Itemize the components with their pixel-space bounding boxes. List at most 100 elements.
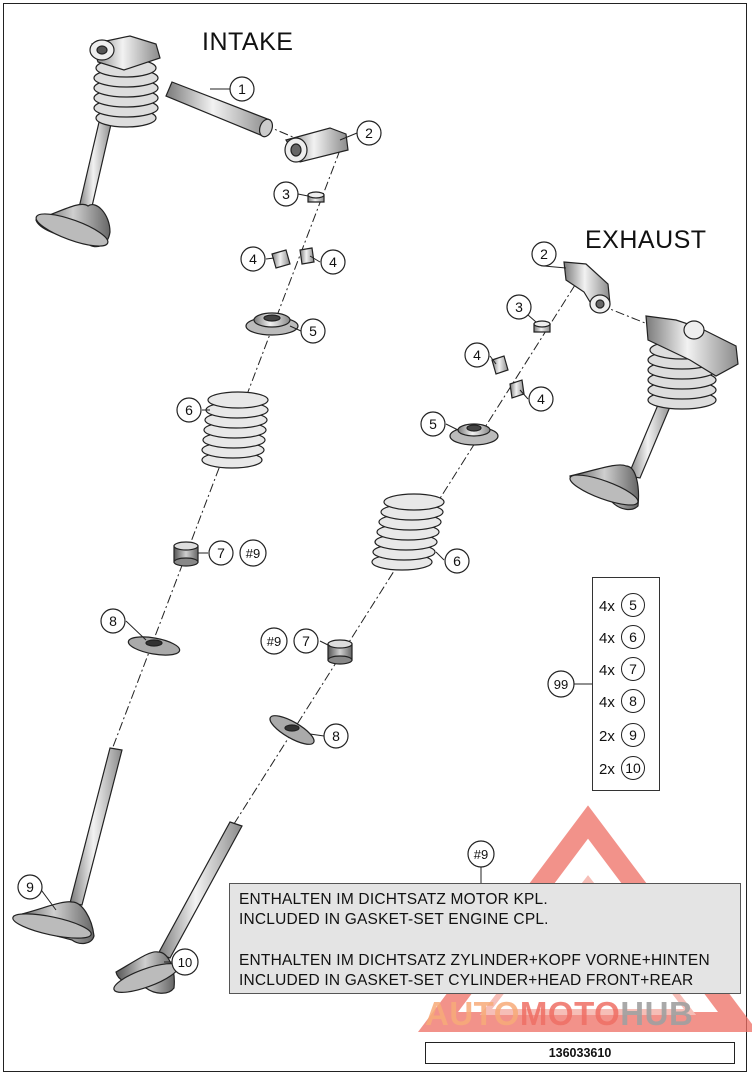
callout-label: 3 — [282, 186, 290, 202]
intake-valve-stem-seal — [173, 541, 199, 567]
kit-row: 4x 7 — [593, 655, 659, 685]
callout-exhaust-valve-spring: 6 — [444, 548, 470, 574]
callout-label: 9 — [26, 879, 34, 895]
callout-intake-valve-keeper-left: 4 — [240, 246, 266, 272]
kit-contents-box: 4x 5 4x 6 4x 7 4x 8 2x 9 2x 10 — [592, 577, 660, 791]
exhaust-spring-seat — [269, 715, 315, 745]
leader-line — [319, 640, 331, 647]
callout-circle — [464, 342, 490, 368]
exhaust-assembled-valve — [569, 315, 739, 511]
callout-circle — [229, 76, 255, 102]
callout-circle — [547, 670, 575, 698]
callout-label: #9 — [246, 546, 260, 561]
callout-circle — [293, 628, 319, 654]
leader-line — [265, 257, 275, 260]
kit-quantity: 4x — [599, 662, 615, 679]
watermark-text: AUTOMOTOHUB — [425, 995, 693, 1033]
callout-circle — [171, 948, 199, 976]
callout-label: 1 — [238, 81, 246, 97]
callout-circle — [300, 318, 326, 344]
callout-circle — [528, 386, 554, 412]
callout-intake-spring-seat: 8 — [100, 608, 126, 634]
callout-circle — [467, 840, 495, 868]
leader-line — [339, 132, 358, 141]
callout-label: 8 — [109, 613, 117, 629]
intake-valve — [12, 747, 123, 945]
callout-label: #9 — [267, 634, 281, 649]
intake-rocker-shaft — [165, 81, 274, 138]
callout-intake-rocker-arm: 2 — [356, 120, 382, 146]
callout-circle — [240, 246, 266, 272]
callout-circle — [320, 249, 346, 275]
callout-label: 3 — [515, 299, 523, 315]
leader-line — [445, 423, 459, 431]
leader-line — [543, 265, 567, 269]
watermark-part: MOTO — [519, 995, 621, 1032]
callout-label: 4 — [249, 251, 257, 267]
callout-circle — [506, 294, 532, 320]
kit-quantity: 4x — [599, 598, 615, 615]
leader-line — [519, 389, 529, 400]
callout-exhaust-valve-keeper-top: 4 — [464, 342, 490, 368]
callout-label: #9 — [474, 847, 488, 862]
kit-item-number: 10 — [621, 756, 645, 780]
callout-circle — [323, 723, 349, 749]
intake-valve-spring — [201, 391, 269, 469]
kit-row: 2x 9 — [593, 721, 659, 751]
kit-row: 4x 6 — [593, 623, 659, 653]
exhaust-valve-cap — [533, 320, 551, 333]
exhaust-rocker-arm — [563, 261, 611, 314]
callout-intake-stem-seal-kit: #9 — [239, 539, 267, 567]
exhaust-valve-stem-seal — [327, 639, 353, 665]
exhaust-valve-spring — [371, 493, 445, 571]
callout-label: 2 — [365, 125, 373, 141]
leader-line — [309, 733, 325, 737]
intake-spring-retainer — [245, 312, 299, 336]
callout-label: 5 — [429, 416, 437, 432]
callout-circle — [273, 181, 299, 207]
note-line-en-engine: INCLUDED IN GASKET-SET ENGINE CPL. — [239, 911, 549, 928]
callout-label: 7 — [217, 545, 225, 561]
note-line-en-cylinder: INCLUDED IN GASKET-SET CYLINDER+HEAD FRO… — [239, 972, 694, 989]
kit-item-number: 5 — [621, 593, 645, 617]
callout-circle — [17, 874, 43, 900]
callout-intake-valve-cap: 3 — [273, 181, 299, 207]
callout-circle — [420, 411, 446, 437]
gasket-set-note: ENTHALTEN IM DICHTSATZ MOTOR KPL. INCLUD… — [229, 883, 741, 994]
callout-circle — [356, 120, 382, 146]
callout-exhaust-valve-keeper-bottom: 4 — [528, 386, 554, 412]
callout-exhaust-spring-seat: 8 — [323, 723, 349, 749]
callout-exhaust-rocker-arm: 2 — [531, 241, 557, 267]
callout-exhaust-spring-retainer: 5 — [420, 411, 446, 437]
leader-line — [297, 193, 309, 197]
callout-label: 4 — [329, 254, 337, 270]
kit-row: 4x 5 — [593, 591, 659, 621]
callout-label: 7 — [302, 633, 310, 649]
kit-quantity: 2x — [599, 728, 615, 745]
drawing-number: 136033610 — [425, 1042, 735, 1064]
kit-row: 2x 10 — [593, 754, 659, 784]
callout-label: 99 — [554, 677, 568, 692]
callout-circle — [176, 397, 202, 423]
leader-line — [125, 620, 147, 641]
kit-item-number: 8 — [621, 689, 645, 713]
callout-label: 6 — [185, 402, 193, 418]
callout-exhaust-stem-seal-kit: #9 — [260, 627, 288, 655]
callout-intake-valve-spring: 6 — [176, 397, 202, 423]
callout-label: 10 — [178, 955, 192, 970]
kit-quantity: 4x — [599, 694, 615, 711]
callout-intake-valve: 9 — [17, 874, 43, 900]
leader-line — [309, 255, 321, 263]
kit-item-number: 6 — [621, 625, 645, 649]
callout-label: 5 — [309, 323, 317, 339]
exhaust-title: EXHAUST — [585, 226, 707, 254]
intake-spring-seat — [127, 636, 181, 656]
callout-circle — [208, 540, 234, 566]
callout-label: 2 — [540, 246, 548, 262]
callout-circle — [239, 539, 267, 567]
callout-intake-valve-keeper-right: 4 — [320, 249, 346, 275]
leader-line — [435, 551, 445, 561]
intake-valve-cap — [307, 191, 325, 203]
exhaust-spring-retainer — [449, 423, 499, 446]
leader-line — [289, 325, 302, 332]
